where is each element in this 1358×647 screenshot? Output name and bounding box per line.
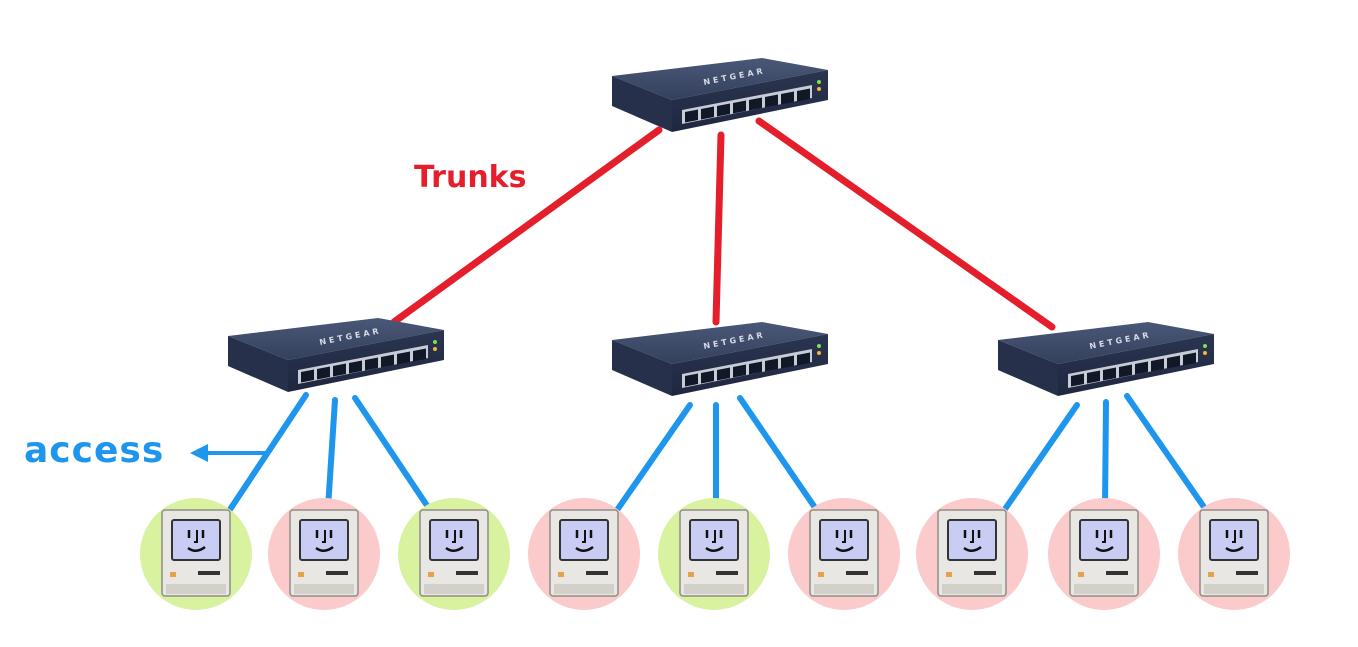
happy-mac-icon — [160, 508, 232, 598]
happy-mac-icon — [678, 508, 750, 598]
trunk-link-middle — [712, 131, 725, 326]
host-red — [1048, 498, 1160, 610]
host-red — [788, 498, 900, 610]
access-switch-right — [998, 322, 1214, 396]
core-switch — [612, 58, 828, 132]
trunks-label: Trunks — [414, 160, 527, 195]
happy-mac-icon — [548, 508, 620, 598]
host-red — [916, 498, 1028, 610]
host-green — [398, 498, 510, 610]
access-link — [1000, 402, 1080, 515]
host-green — [140, 498, 252, 610]
access-switch-left — [228, 318, 444, 392]
access-link — [1102, 399, 1109, 511]
access-label: access — [24, 430, 165, 471]
host-green — [658, 498, 770, 610]
happy-mac-icon — [288, 508, 360, 598]
access-switch-middle — [612, 322, 828, 396]
trunk-link-right — [755, 117, 1056, 331]
access-link — [1124, 393, 1209, 513]
happy-mac-icon — [808, 508, 880, 598]
host-red — [268, 498, 380, 610]
access-link — [325, 397, 338, 511]
trunk-link-left — [390, 126, 663, 326]
host-red — [1178, 498, 1290, 610]
happy-mac-icon — [418, 508, 490, 598]
access-link — [612, 402, 693, 516]
access-arrow-icon — [190, 444, 267, 462]
access-link — [352, 395, 433, 513]
happy-mac-icon — [1068, 508, 1140, 598]
trunk-links — [390, 117, 1056, 331]
host-red — [528, 498, 640, 610]
access-links — [224, 392, 1209, 517]
happy-mac-icon — [1198, 508, 1270, 598]
access-link — [737, 395, 821, 515]
hosts — [140, 498, 1290, 610]
happy-mac-icon — [936, 508, 1008, 598]
